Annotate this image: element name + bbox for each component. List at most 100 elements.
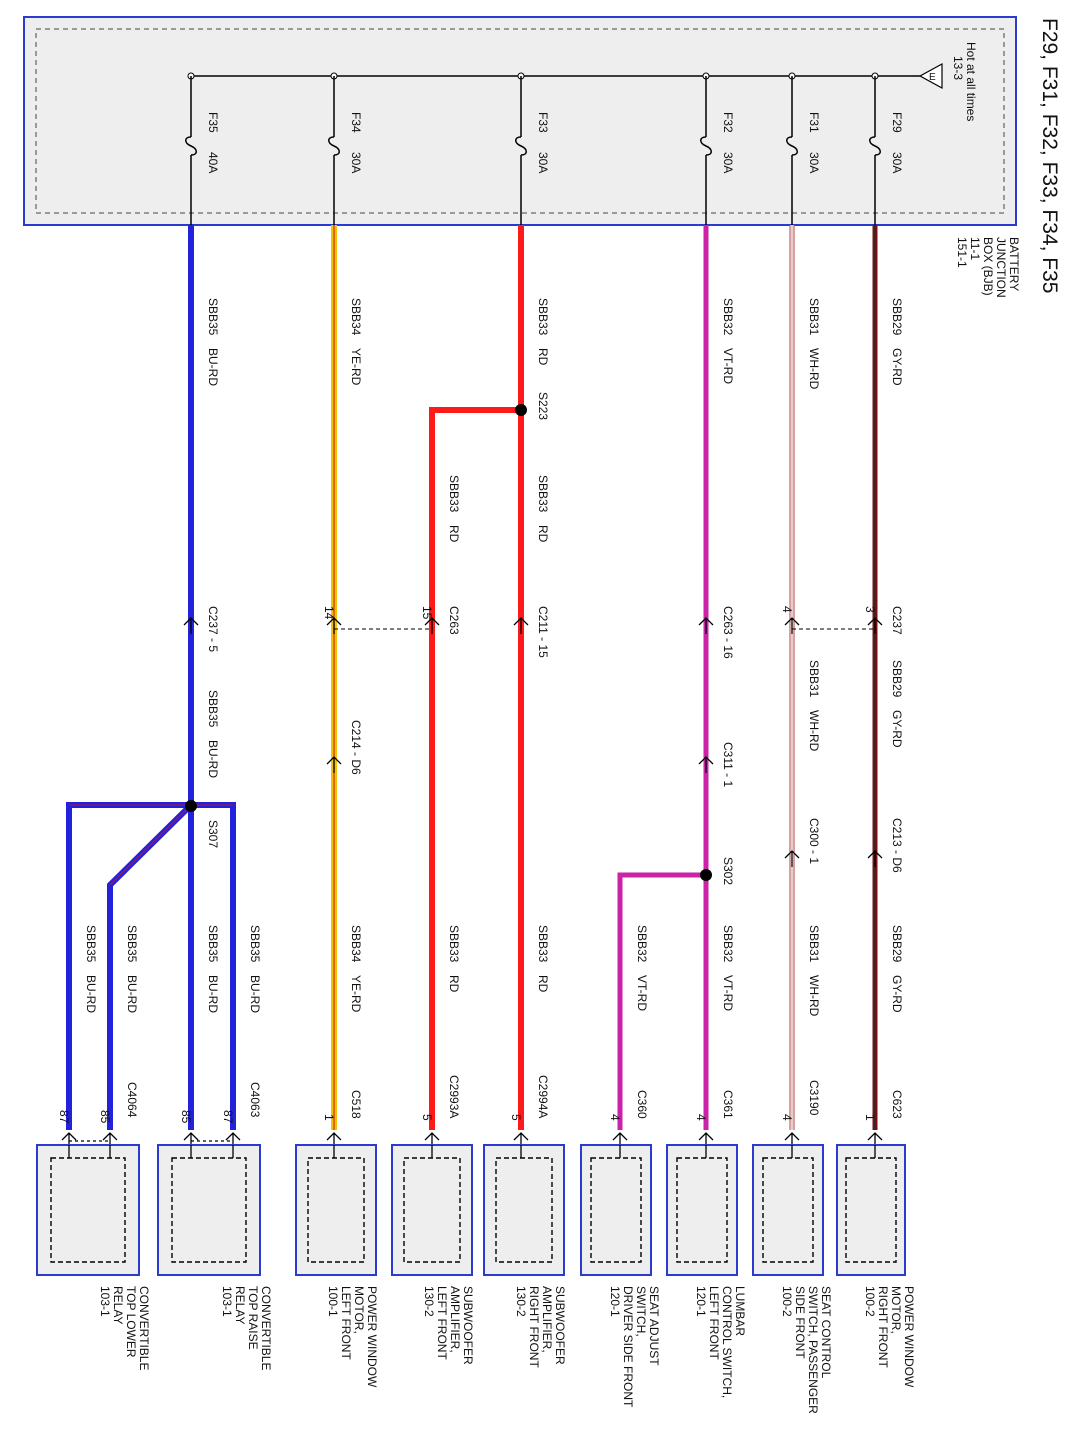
svg-text:40A: 40A bbox=[206, 152, 220, 173]
svg-text:F29: F29 bbox=[890, 112, 904, 133]
svg-text:SBB35: SBB35 bbox=[84, 925, 98, 963]
svg-text:11-1: 11-1 bbox=[968, 237, 982, 260]
wire-sbb33 bbox=[429, 225, 524, 1130]
svg-text:30A: 30A bbox=[890, 152, 904, 173]
svg-text:BU-RD: BU-RD bbox=[84, 975, 98, 1013]
svg-text:DRIVER SIDE FRONT: DRIVER SIDE FRONT bbox=[621, 1286, 635, 1408]
svg-text:C300 - 1: C300 - 1 bbox=[807, 818, 821, 864]
svg-text:RD: RD bbox=[447, 975, 461, 993]
svg-text:C623: C623 bbox=[890, 1090, 904, 1119]
svg-text:SBB33: SBB33 bbox=[447, 925, 461, 963]
svg-text:5: 5 bbox=[509, 1114, 523, 1121]
component-connector-labels: C623 1 C3190 4 C361 4 C360 4 C2994A 5 C2… bbox=[57, 1075, 904, 1124]
svg-text:LUMBAR: LUMBAR bbox=[733, 1286, 747, 1336]
svg-text:120-1: 120-1 bbox=[694, 1286, 708, 1317]
svg-text:VT-RD: VT-RD bbox=[721, 348, 735, 384]
svg-text:AMPLIFIER,: AMPLIFIER, bbox=[448, 1286, 462, 1353]
page-title: F29, F31, F32, F33, F34, F35 bbox=[1038, 18, 1061, 293]
svg-text:1: 1 bbox=[863, 1114, 877, 1121]
wire-sbb35 bbox=[66, 225, 236, 1130]
svg-text:SEAT ADJUST: SEAT ADJUST bbox=[647, 1286, 661, 1366]
svg-text:C3190: C3190 bbox=[807, 1080, 821, 1116]
svg-text:VT-RD: VT-RD bbox=[635, 975, 649, 1011]
svg-text:WH-RD: WH-RD bbox=[807, 710, 821, 752]
svg-text:MOTOR,: MOTOR, bbox=[889, 1286, 903, 1334]
svg-text:RD: RD bbox=[447, 525, 461, 543]
svg-text:SBB29: SBB29 bbox=[890, 298, 904, 336]
splice-dots bbox=[185, 404, 712, 881]
svg-text:SIDE FRONT: SIDE FRONT bbox=[793, 1286, 807, 1359]
svg-text:SBB31: SBB31 bbox=[807, 298, 821, 336]
svg-text:4: 4 bbox=[694, 1114, 708, 1121]
svg-text:100-2: 100-2 bbox=[863, 1286, 877, 1317]
svg-text:S307: S307 bbox=[206, 820, 220, 848]
svg-text:LEFT FRONT: LEFT FRONT bbox=[435, 1286, 449, 1360]
svg-text:100-1: 100-1 bbox=[326, 1286, 340, 1317]
component-stubs bbox=[68, 1145, 876, 1158]
svg-text:SBB31: SBB31 bbox=[807, 925, 821, 963]
svg-text:SBB29: SBB29 bbox=[890, 660, 904, 698]
svg-text:130-2: 130-2 bbox=[514, 1286, 528, 1317]
svg-text:SBB35: SBB35 bbox=[206, 690, 220, 728]
svg-text:SBB33: SBB33 bbox=[536, 475, 550, 513]
svg-text:SBB33: SBB33 bbox=[536, 925, 550, 963]
svg-text:SUBWOOFER: SUBWOOFER bbox=[553, 1286, 567, 1365]
svg-text:SBB32: SBB32 bbox=[721, 298, 735, 336]
svg-text:YE-RD: YE-RD bbox=[349, 975, 363, 1013]
battery-junction-box bbox=[23, 16, 1017, 226]
svg-text:WH-RD: WH-RD bbox=[807, 348, 821, 390]
svg-text:C518: C518 bbox=[349, 1090, 363, 1119]
svg-text:C214 - D6: C214 - D6 bbox=[349, 720, 363, 775]
svg-text:SBB35: SBB35 bbox=[206, 298, 220, 336]
connector-labels: C237 3 4 C263 - 16 C311 - 1 C300 - 1 C21… bbox=[206, 606, 904, 873]
svg-text:100-2: 100-2 bbox=[780, 1286, 794, 1317]
svg-text:SBB32: SBB32 bbox=[635, 925, 649, 963]
svg-text:103-1: 103-1 bbox=[220, 1286, 234, 1317]
source-label: Hot at all times 13-3 bbox=[951, 42, 978, 121]
svg-text:SBB34: SBB34 bbox=[349, 925, 363, 963]
svg-text:C4064: C4064 bbox=[125, 1082, 139, 1118]
svg-text:RELAY: RELAY bbox=[233, 1286, 247, 1324]
svg-text:S302: S302 bbox=[721, 857, 735, 885]
svg-text:E: E bbox=[929, 72, 936, 83]
svg-text:87: 87 bbox=[221, 1110, 235, 1124]
svg-text:RD: RD bbox=[536, 525, 550, 543]
svg-text:SBB32: SBB32 bbox=[721, 925, 735, 963]
svg-text:YE-RD: YE-RD bbox=[349, 348, 363, 386]
inline-connector-icons bbox=[183, 617, 883, 867]
svg-text:GY-RD: GY-RD bbox=[890, 348, 904, 386]
svg-text:C360: C360 bbox=[635, 1090, 649, 1119]
svg-text:SBB33: SBB33 bbox=[447, 475, 461, 513]
svg-text:SUBWOOFER: SUBWOOFER bbox=[461, 1286, 475, 1365]
svg-text:POWER WINDOW: POWER WINDOW bbox=[902, 1286, 916, 1388]
svg-text:120-1: 120-1 bbox=[608, 1286, 622, 1317]
svg-text:4: 4 bbox=[780, 606, 794, 613]
svg-text:BU-RD: BU-RD bbox=[206, 740, 220, 778]
fuse-icon bbox=[185, 136, 881, 156]
svg-text:C263: C263 bbox=[447, 606, 461, 635]
svg-text:CONTROL SWITCH,: CONTROL SWITCH, bbox=[720, 1286, 734, 1398]
svg-text:4: 4 bbox=[608, 1114, 622, 1121]
svg-text:BU-RD: BU-RD bbox=[206, 348, 220, 386]
svg-text:13-3: 13-3 bbox=[951, 56, 965, 80]
svg-text:30A: 30A bbox=[349, 152, 363, 173]
svg-text:C4063: C4063 bbox=[248, 1082, 262, 1118]
svg-text:85: 85 bbox=[179, 1110, 193, 1124]
svg-text:14: 14 bbox=[322, 606, 336, 620]
svg-text:130-2: 130-2 bbox=[422, 1286, 436, 1317]
svg-text:VT-RD: VT-RD bbox=[721, 975, 735, 1011]
svg-text:MOTOR,: MOTOR, bbox=[352, 1286, 366, 1334]
svg-text:SWITCH,: SWITCH, bbox=[634, 1286, 648, 1337]
svg-text:C311 - 1: C311 - 1 bbox=[721, 742, 735, 787]
svg-text:1: 1 bbox=[322, 1114, 336, 1121]
svg-text:AMPLIFIER,: AMPLIFIER, bbox=[540, 1286, 554, 1353]
svg-text:F31: F31 bbox=[807, 112, 821, 133]
svg-text:Hot at all times: Hot at all times bbox=[964, 42, 978, 121]
svg-text:BU-RD: BU-RD bbox=[206, 975, 220, 1013]
svg-text:5: 5 bbox=[420, 1114, 434, 1121]
svg-text:RELAY: RELAY bbox=[111, 1286, 125, 1324]
svg-text:87: 87 bbox=[57, 1110, 71, 1124]
bjb-label: BATTERY JUNCTION BOX (BJB) 11-1 151-1 bbox=[955, 237, 1021, 298]
